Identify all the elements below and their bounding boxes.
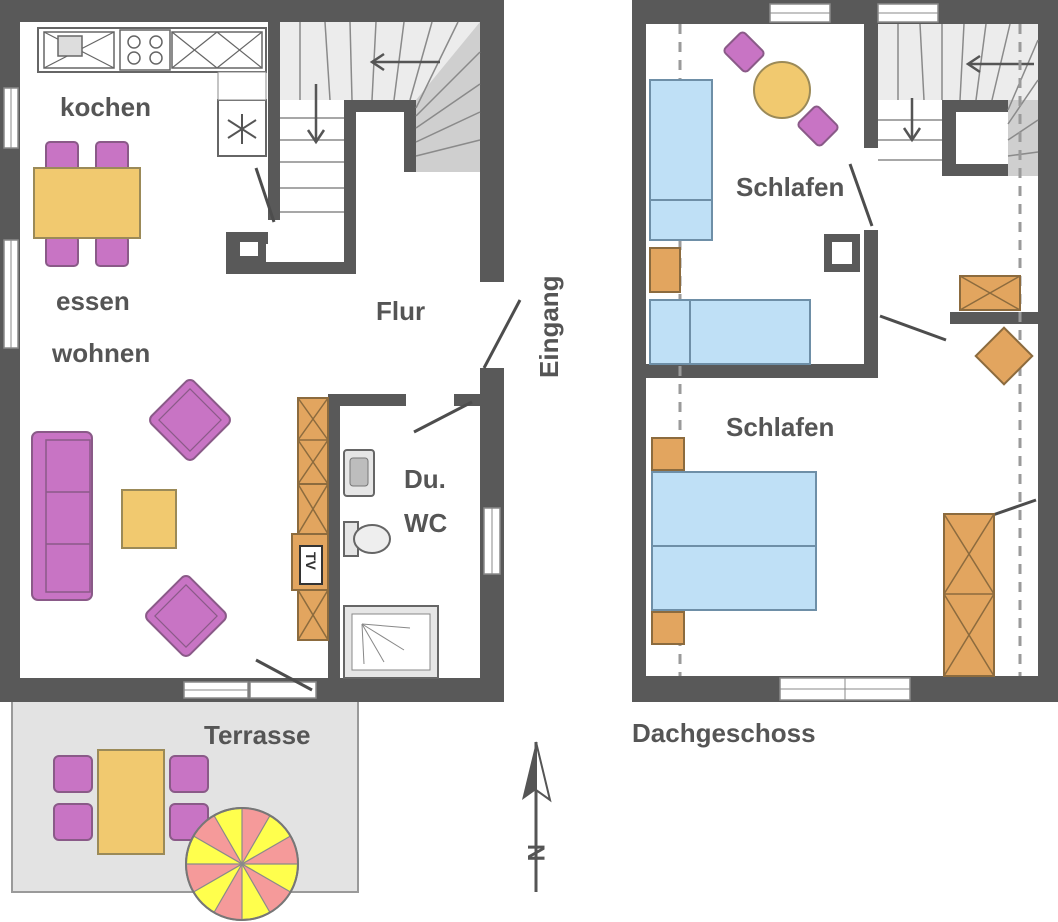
room-label-kitchen: kochen [60, 92, 151, 122]
sink-icon [57, 35, 83, 57]
nightstand-top [651, 437, 685, 471]
upper-floor-windows [769, 3, 939, 701]
tv-icon [299, 545, 323, 585]
ground-floor: TV [0, 0, 564, 921]
wardrobe-column: TV [291, 397, 329, 641]
chimney-block [232, 234, 266, 264]
dining-table [33, 167, 141, 239]
room-label-bath-line2: WC [404, 508, 448, 538]
stair-direction-arrow-icon [306, 52, 440, 145]
room-label-terrace: Terrasse [204, 720, 311, 750]
stove-icon [119, 29, 171, 71]
ground-floor-staircase [280, 21, 481, 213]
terrace-area [11, 699, 359, 893]
wardrobe [943, 513, 995, 677]
upper-floor-staircase [878, 23, 1039, 176]
upper-floor: Schlafen Schlafen Dachgeschoss [632, 0, 1058, 748]
room-label-hall: Flur [376, 296, 425, 326]
tv-label: TV [303, 552, 319, 571]
room-label-living: wohnen [51, 338, 150, 368]
living-furniture [31, 379, 231, 657]
large-bedroom-furniture [651, 437, 995, 677]
upper-floor-walls [632, 0, 1058, 702]
round-table [753, 61, 811, 119]
double-bed [651, 471, 817, 611]
toilet-icon [343, 521, 391, 557]
north-label: N [522, 844, 549, 861]
dining-set [33, 141, 141, 267]
ground-floor-doors [254, 167, 522, 692]
kitchen-counter [37, 27, 267, 157]
chimney-block-upper [824, 234, 860, 272]
shower-icon [343, 605, 439, 679]
upper-floor-doors [848, 163, 1037, 518]
small-bedroom-furniture [649, 31, 839, 365]
room-label-bedroom-small: Schlafen [736, 172, 844, 202]
nightstand [649, 247, 681, 293]
terrace-table [97, 749, 165, 855]
ground-floor-windows [3, 87, 501, 699]
room-label-dining: essen [56, 286, 130, 316]
nightstand-bottom [651, 611, 685, 645]
single-bed-2 [649, 299, 811, 365]
upper-hall-furniture [959, 275, 1034, 386]
bathroom-fixtures [343, 449, 439, 679]
north-arrow-icon: N [522, 741, 552, 892]
coffee-table [121, 489, 177, 549]
floor-title-upper: Dachgeschoss [632, 718, 816, 748]
upper-stair-arrow-icon [902, 54, 1034, 143]
room-label-bedroom-large: Schlafen [726, 412, 834, 442]
room-label-bath-line1: Du. [404, 464, 446, 494]
parasol-icon [185, 807, 299, 921]
ground-floor-walls [0, 0, 504, 702]
entrance-label: Eingang [534, 275, 564, 378]
